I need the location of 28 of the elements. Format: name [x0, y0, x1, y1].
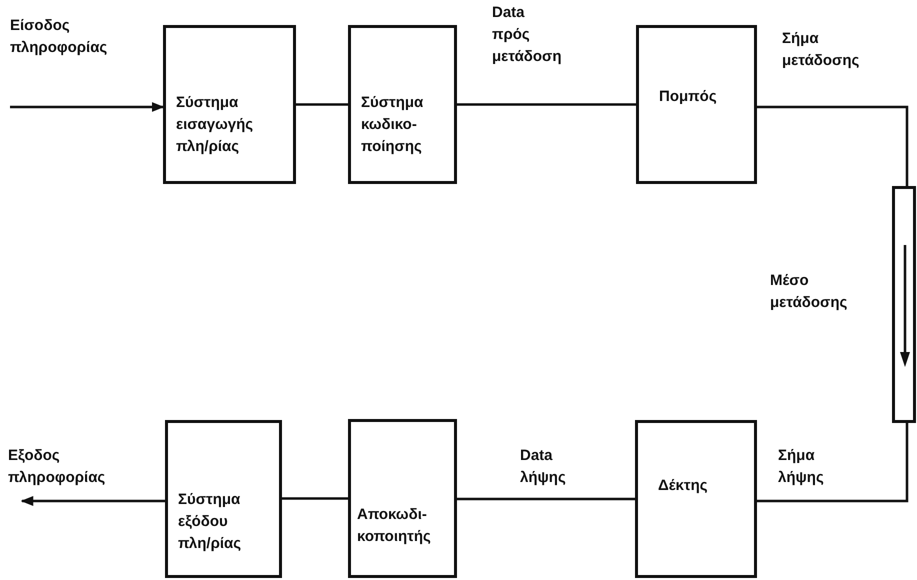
process-box — [348, 419, 457, 578]
medium-label: Μέσο μετάδοσης — [770, 271, 848, 313]
process-box — [165, 420, 282, 578]
process-box — [635, 420, 757, 578]
connector-line — [296, 103, 348, 106]
edge-label: Είσοδος πληροφορίας — [10, 16, 108, 58]
process-box — [636, 25, 757, 184]
edge-label: Data πρός μετάδοση — [492, 3, 562, 66]
edge-label: Σήμα μετάδοσης — [782, 29, 860, 71]
connector-line — [457, 103, 636, 106]
arrow — [10, 102, 164, 112]
medium-box — [892, 186, 916, 423]
edge-label: Data λήψης — [520, 446, 566, 488]
edge-label: Εξοδος πληροφορίας — [8, 446, 106, 488]
process-box — [163, 25, 296, 184]
box-label: Πομπός — [659, 87, 718, 107]
connector-line — [757, 106, 908, 186]
box-label: Δέκτης — [658, 476, 709, 496]
box-label: Σύστημα κωδικο- ποίησης — [361, 93, 424, 156]
box-label: Σύστημα εισαγωγής πλη/ρίας — [176, 93, 254, 156]
box-label: Σύστημα εξόδου πλη/ρίας — [178, 490, 242, 554]
connector-line — [282, 497, 348, 500]
edge-label: Σήμα λήψης — [778, 446, 824, 488]
arrow — [20, 496, 165, 506]
connector-line — [757, 423, 908, 502]
connector-line — [457, 498, 635, 500]
box-label: Αποκωδι- κοποιητής — [357, 505, 432, 547]
process-box — [348, 25, 457, 184]
